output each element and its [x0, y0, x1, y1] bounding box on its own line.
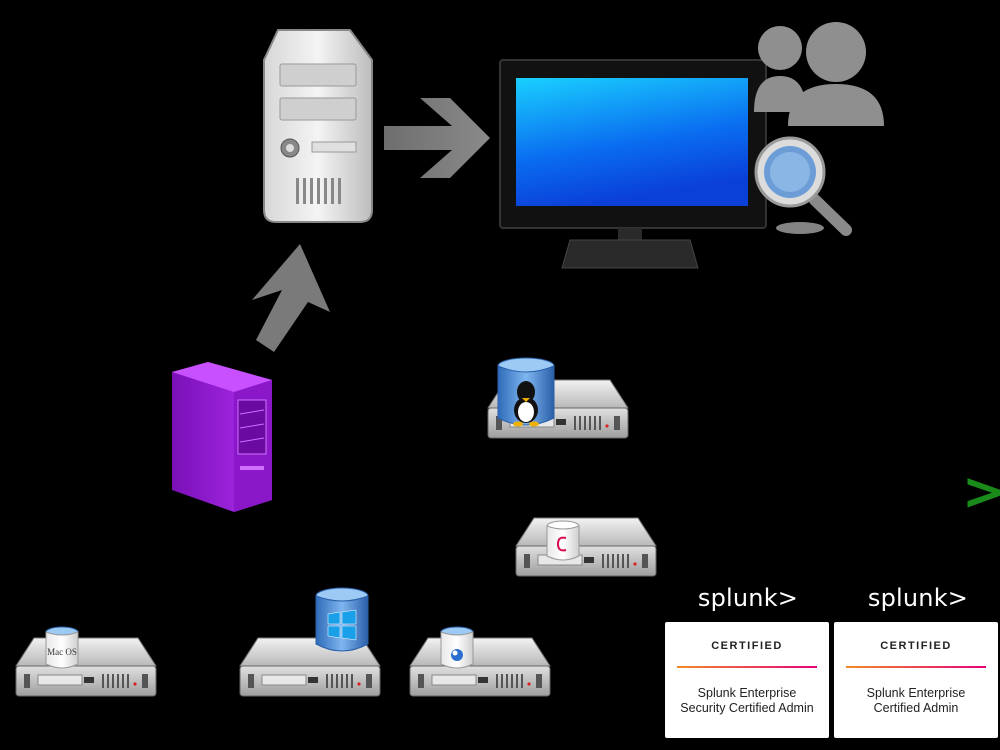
mac-server-icon: Mac OS — [15, 626, 157, 697]
windows-server-icon — [239, 587, 381, 697]
certified-label: CERTIFIED — [880, 640, 952, 652]
certification-line-1: Splunk Enterprise — [697, 686, 797, 700]
certified-label: CERTIFIED — [711, 640, 783, 652]
debian-server-icon — [515, 517, 657, 577]
monitor-icon — [499, 59, 767, 269]
tower-server-icon — [263, 29, 373, 223]
purple-server-icon — [172, 362, 272, 512]
certification-line-2: Security Certified Admin — [680, 701, 814, 715]
generic-server-icon — [409, 626, 551, 697]
certification-name: Splunk Enterprise Security Certified Adm… — [669, 686, 825, 716]
mac-os-label: Mac OS — [47, 647, 77, 657]
certification-line-2: Certified Admin — [873, 701, 959, 715]
badge-divider — [677, 666, 817, 668]
certification-line-1: Splunk Enterprise — [866, 686, 966, 700]
linux-server-icon — [487, 357, 629, 439]
prompt-caret: > — [962, 462, 1000, 522]
splunk-logo: splunk> — [697, 584, 799, 612]
certification-badge-admin: CERTIFIED Splunk Enterprise Certified Ad… — [834, 622, 998, 738]
certification-name: Splunk Enterprise Certified Admin — [838, 686, 994, 716]
splunk-logo: splunk> — [867, 584, 969, 612]
magnifier-icon — [754, 136, 852, 236]
users-icon — [754, 22, 884, 126]
arrow-up-icon — [252, 244, 330, 352]
certification-badge-es-admin: CERTIFIED Splunk Enterprise Security Cer… — [665, 622, 829, 738]
badge-divider — [846, 666, 986, 668]
arrow-right-icon — [384, 98, 490, 178]
